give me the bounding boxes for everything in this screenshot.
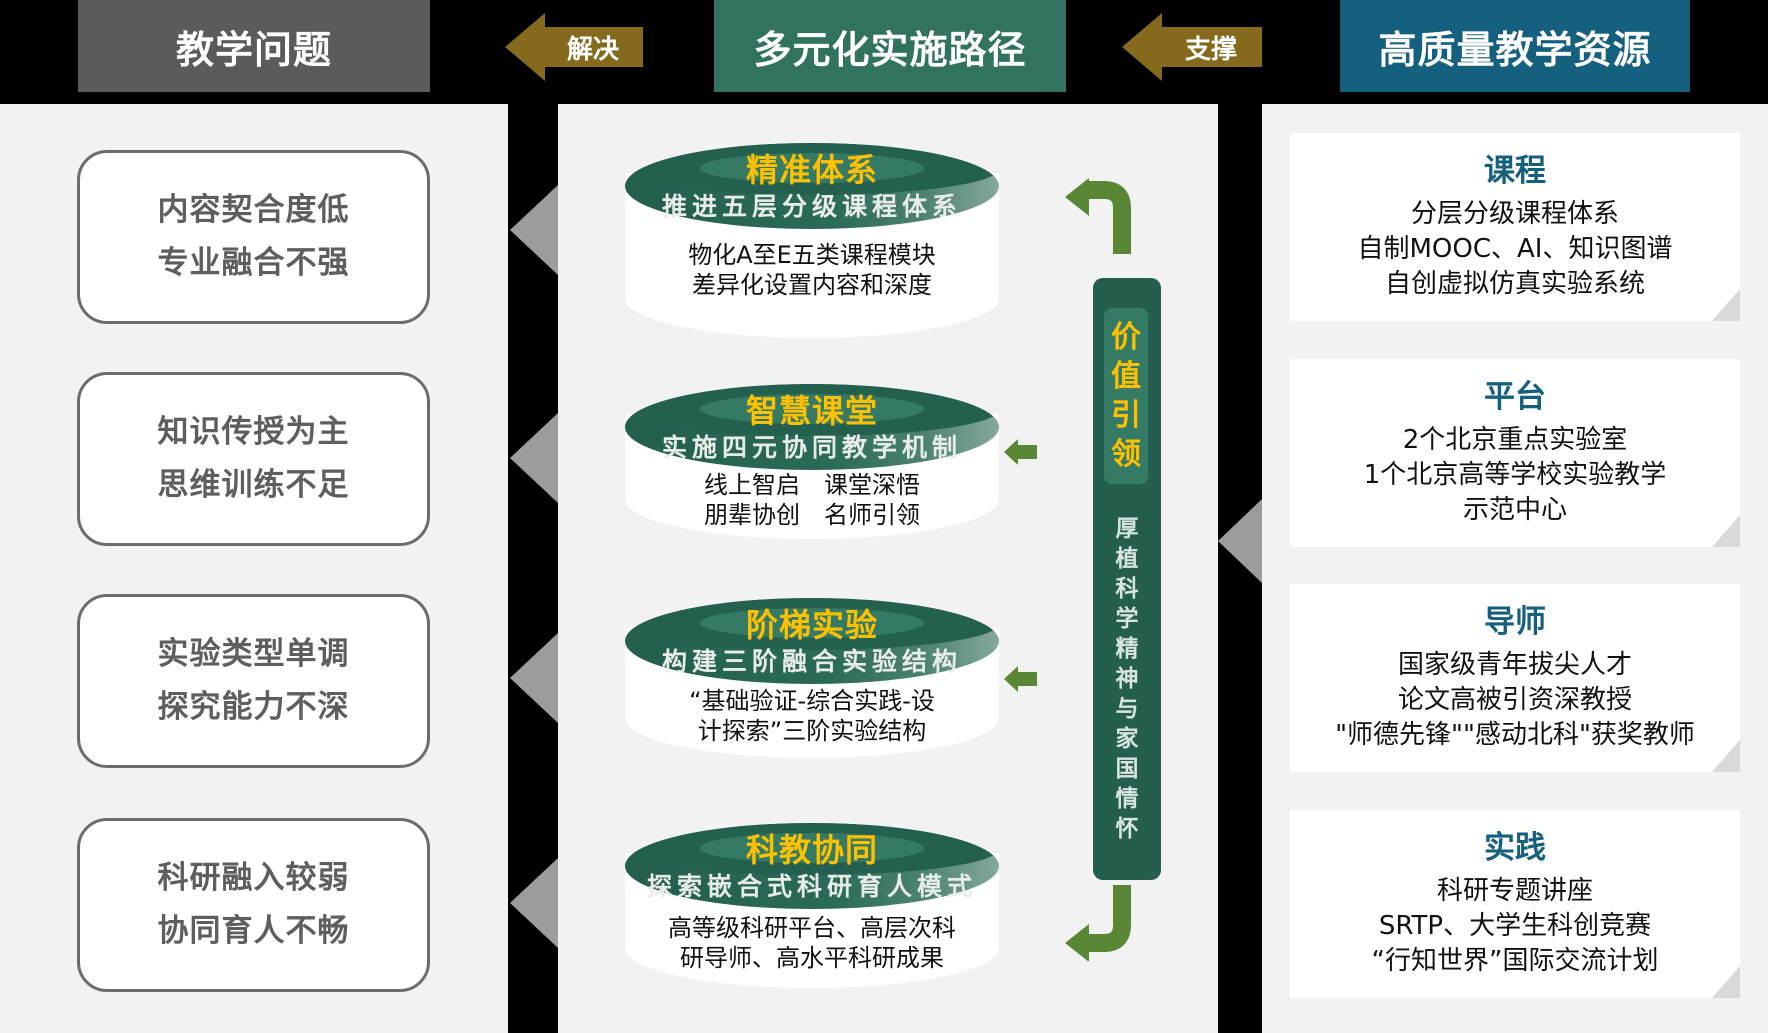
resource-title: 导师 xyxy=(1484,604,1546,640)
curved-arrow-down-left-icon xyxy=(1065,885,1131,961)
problem-line: 探究能力不深 xyxy=(157,689,350,725)
path-desc-line: “基础验证-综合实践-设 xyxy=(689,687,935,715)
path-subtitle: 构建三阶融合实验结构 xyxy=(661,647,962,676)
resource-line: 示范中心 xyxy=(1462,495,1567,525)
support-arrow: 支撑 xyxy=(1122,13,1262,81)
path-desc-line: 物化A至E五类课程模块 xyxy=(688,241,936,269)
path-desc-line: 朋辈协创 名师引领 xyxy=(704,501,920,529)
problem-card: 实验类型单调 探究能力不深 xyxy=(77,594,430,768)
cylinder-top xyxy=(625,598,999,684)
problem-card: 内容契合度低 专业融合不强 xyxy=(77,150,430,324)
resource-line: 1个北京高等学校实验教学 xyxy=(1363,460,1667,490)
resource-line: "师德先锋""感动北科"获奖教师 xyxy=(1335,720,1695,750)
page-fold-icon xyxy=(1712,740,1740,772)
arrow-left-icon xyxy=(1004,439,1044,465)
arrow-left-icon xyxy=(1122,13,1162,81)
paths-title: 多元化实施路径 xyxy=(753,27,1027,72)
path-cylinder: 智慧课堂 实施四元协同教学机制 线上智启 课堂深悟 朋辈协创 名师引领 xyxy=(625,384,999,539)
resource-card: 实践 科研专题讲座 SRTP、大学生科创竞赛 “行知世界”国际交流计划 xyxy=(1290,810,1740,998)
support-label: 支撑 xyxy=(1184,34,1237,65)
connector-triangle-icon xyxy=(510,858,558,948)
problem-line: 知识传授为主 xyxy=(157,414,350,450)
problem-line: 协同育人不畅 xyxy=(157,913,350,949)
resource-card: 导师 国家级青年拔尖人才 论文高被引资深教授 "师德先锋""感动北科"获奖教师 xyxy=(1290,584,1740,772)
problem-line: 科研融入较弱 xyxy=(157,860,350,896)
resource-line: 论文高被引资深教授 xyxy=(1397,685,1632,715)
arrow-left-icon xyxy=(505,13,545,81)
solve-arrow: 解决 xyxy=(505,13,645,81)
cylinder-top xyxy=(625,823,999,909)
problems-title: 教学问题 xyxy=(175,27,332,72)
resource-title: 实践 xyxy=(1484,830,1546,866)
resource-line: 分层分级课程体系 xyxy=(1410,199,1619,229)
curved-arrow-up-left-icon xyxy=(1065,178,1131,254)
path-desc-line: 高等级科研平台、高层次科 xyxy=(668,914,956,942)
resources-header: 高质量教学资源 xyxy=(1340,0,1690,92)
connector-triangle-icon xyxy=(510,185,558,275)
value-highlight: 价 值 引 领 xyxy=(1104,308,1148,484)
connector-triangle-icon xyxy=(1218,499,1262,583)
page-fold-icon xyxy=(1712,289,1740,321)
arrow-left-icon xyxy=(1004,666,1044,692)
problem-line: 专业融合不强 xyxy=(157,245,350,281)
problem-line: 实验类型单调 xyxy=(157,636,350,672)
solve-label: 解决 xyxy=(566,34,619,65)
path-cylinder: 精准体系 推进五层分级课程体系 物化A至E五类课程模块 差异化设置内容和深度 xyxy=(625,143,999,338)
resource-card: 平台 2个北京重点实验室 1个北京高等学校实验教学 示范中心 xyxy=(1290,359,1740,547)
path-cylinder: 科教协同 探索嵌合式科研育人模式 高等级科研平台、高层次科 研导师、高水平科研成… xyxy=(625,823,999,988)
path-subtitle: 实施四元协同教学机制 xyxy=(661,433,962,462)
resource-card: 课程 分层分级课程体系 自制MOOC、AI、知识图谱 自创虚拟仿真实验系统 xyxy=(1290,133,1740,321)
resource-title: 平台 xyxy=(1484,379,1546,415)
page-fold-icon xyxy=(1712,966,1740,998)
problems-header: 教学问题 xyxy=(78,0,430,92)
connector-triangle-icon xyxy=(510,633,558,723)
resource-line: 国家级青年拔尖人才 xyxy=(1397,650,1632,680)
cylinder-top xyxy=(625,384,999,470)
page-fold-icon xyxy=(1712,515,1740,547)
path-subtitle: 探索嵌合式科研育人模式 xyxy=(646,872,977,901)
resource-line: 自制MOOC、AI、知识图谱 xyxy=(1357,234,1673,264)
path-desc-line: 线上智启 课堂深悟 xyxy=(704,471,920,499)
path-title: 精准体系 xyxy=(745,151,878,189)
problem-card: 科研融入较弱 协同育人不畅 xyxy=(77,818,430,992)
path-cylinder: 阶梯实验 构建三阶融合实验结构 “基础验证-综合实践-设 计探索”三阶实验结构 xyxy=(625,598,999,758)
resource-line: 2个北京重点实验室 xyxy=(1402,425,1628,455)
connector-triangle-icon xyxy=(510,413,558,503)
resource-line: 科研专题讲座 xyxy=(1436,876,1593,906)
path-desc-line: 计探索”三阶实验结构 xyxy=(697,717,927,745)
paths-header: 多元化实施路径 xyxy=(714,0,1066,92)
resource-line: 自创虚拟仿真实验系统 xyxy=(1384,269,1645,299)
path-title: 智慧课堂 xyxy=(745,392,878,430)
problem-line: 内容契合度低 xyxy=(157,192,350,228)
path-title: 阶梯实验 xyxy=(745,606,878,644)
problem-line: 思维训练不足 xyxy=(157,467,350,503)
value-text: 厚 植 科 学 精 神 与 家 国 情 怀 xyxy=(1115,516,1139,842)
path-desc-line: 差异化设置内容和深度 xyxy=(692,271,932,299)
path-title: 科教协同 xyxy=(745,831,878,869)
problem-card: 知识传授为主 思维训练不足 xyxy=(77,372,430,546)
resource-line: SRTP、大学生科创竞赛 xyxy=(1378,911,1652,941)
resource-line: “行知世界”国际交流计划 xyxy=(1371,946,1659,976)
path-subtitle: 推进五层分级课程体系 xyxy=(661,192,962,221)
resources-title: 高质量教学资源 xyxy=(1378,27,1652,72)
value-guidance-bar: 价 值 引 领 厚 植 科 学 精 神 与 家 国 情 怀 xyxy=(1093,278,1161,880)
cylinder-top xyxy=(625,143,999,229)
resource-title: 课程 xyxy=(1484,153,1546,189)
path-desc-line: 研导师、高水平科研成果 xyxy=(680,944,944,972)
